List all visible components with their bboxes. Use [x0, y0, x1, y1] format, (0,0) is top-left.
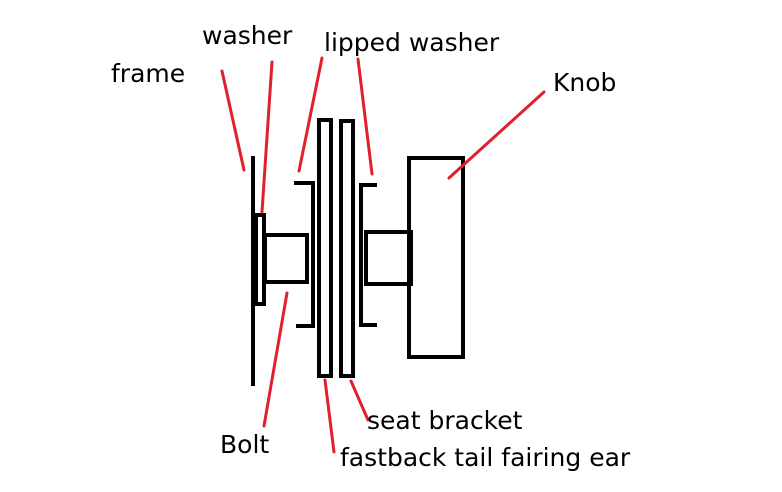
fairing-ear-part [317, 118, 333, 378]
knob-leader [447, 90, 546, 180]
lipped-washer-left-leader [297, 56, 324, 173]
seat-bracket-part [339, 119, 355, 378]
lipped-washer-left-part [294, 181, 315, 328]
leader-lines [220, 56, 546, 454]
frame-label: frame [111, 59, 185, 88]
seat-bracket-leader [349, 379, 370, 422]
lipped-washer-label: lipped washer [324, 28, 500, 57]
bolt-part [263, 233, 309, 284]
assembly-parts [251, 118, 465, 386]
frame-leader [220, 69, 246, 172]
lipped-washer-right-part [359, 183, 377, 327]
bolt-label: Bolt [220, 430, 269, 459]
seat-bracket-label: seat bracket [367, 406, 523, 435]
knob-part [407, 156, 465, 359]
knob-shaft-part [364, 230, 413, 286]
bolt-leader [262, 291, 289, 428]
washer-label: washer [202, 21, 293, 50]
fairing-ear-leader [323, 378, 336, 454]
knob-label: Knob [553, 68, 616, 97]
lipped-washer-right-leader [356, 57, 374, 176]
washer-part [254, 213, 266, 306]
fairing-ear-label: fastback tail fairing ear [340, 443, 631, 472]
washer-leader [260, 60, 274, 214]
